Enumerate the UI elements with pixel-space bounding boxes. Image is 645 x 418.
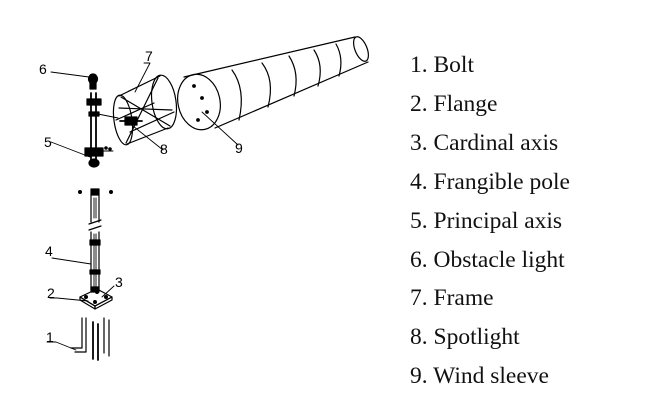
legend-label: Wind sleeve [433, 363, 549, 390]
legend-item: 2. Flange [410, 85, 570, 124]
legend-number: 3. [410, 129, 428, 156]
spotlight [119, 116, 143, 126]
callout-6: 6 [39, 61, 47, 77]
callout-3: 3 [115, 274, 123, 290]
flange-base-plate [79, 286, 113, 310]
legend-item: 6. Obstacle light [410, 241, 570, 280]
callout-7: 7 [145, 48, 153, 64]
legend-item: 7. Frame [410, 279, 570, 318]
legend-label: Cardinal axis [433, 129, 559, 156]
callout-5: 5 [44, 134, 52, 150]
legend-label: Flange [433, 90, 498, 117]
callout-8: 8 [160, 141, 168, 157]
legend-item: 9. Wind sleeve [410, 357, 570, 396]
frame [112, 74, 178, 146]
leader-lines [46, 62, 239, 351]
frangible-pole [77, 188, 113, 291]
callout-9: 9 [235, 140, 243, 156]
callout-4: 4 [45, 243, 53, 259]
legend-number: 8. [410, 324, 428, 351]
legend-label: Obstacle light [433, 246, 565, 273]
obstacle-light [87, 73, 99, 90]
callout-2: 2 [47, 285, 55, 301]
legend-label: Spotlight [433, 324, 520, 351]
legend-item: 3. Cardinal axis [410, 124, 570, 163]
callout-numbers: 1 2 3 4 5 6 7 8 9 [39, 48, 243, 345]
legend-number: 6. [410, 246, 428, 273]
legend-item: 8. Spotlight [410, 318, 570, 357]
legend-number: 1. [410, 52, 428, 78]
principal-axis [84, 92, 119, 168]
wind-sleeve [177, 36, 369, 131]
legend-number: 5. [410, 207, 428, 234]
legend-item: 4. Frangible pole [410, 163, 570, 202]
legend-item: 5. Principal axis [410, 202, 570, 241]
legend-number: 2. [410, 90, 428, 117]
legend-number: 7. [410, 285, 428, 312]
legend-number: 9. [410, 363, 428, 390]
legend-number: 4. [410, 168, 428, 195]
legend-label: Bolt [433, 52, 474, 78]
legend-label: Frangible pole [433, 168, 570, 195]
legend-label: Frame [433, 285, 494, 312]
anchor-bolts [70, 317, 110, 361]
legend-item: 1. Bolt [410, 46, 570, 85]
parts-legend: 1. Bolt 2. Flange 3. Cardinal axis 4. Fr… [410, 46, 570, 396]
callout-1: 1 [46, 329, 54, 345]
legend-label: Principal axis [433, 207, 563, 234]
